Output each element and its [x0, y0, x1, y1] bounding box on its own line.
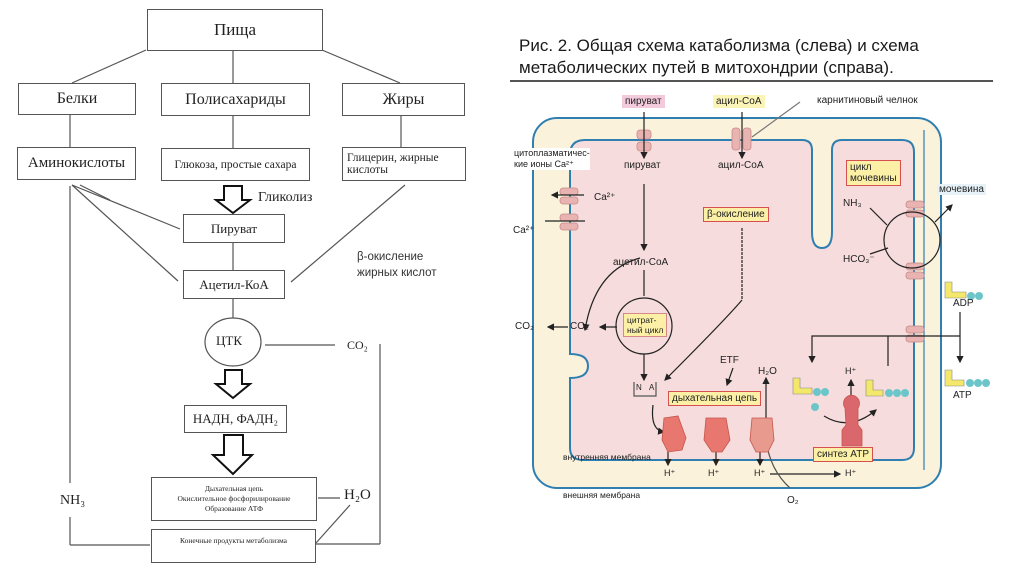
pyruvate-label: Пируват [210, 220, 258, 236]
glycerol-label-line2: кислоты [347, 164, 388, 176]
pyruvate-box: Пируват [183, 214, 285, 243]
caption-line2: метаболических путей в митохондрии (спра… [519, 58, 894, 77]
food-label: Пища [213, 20, 256, 39]
urea-cycle-line1: цикл [850, 162, 872, 173]
nadh-label: НАДН, ФАДН₂ [192, 411, 279, 426]
respiratory-chain-box: Дыхательная цепь Окислительное фосфорили… [151, 477, 317, 521]
beta-oxidation-box: β-окисление [703, 207, 769, 222]
citrate-line1: цитрат- [627, 315, 657, 325]
proteins-label: Белки [56, 90, 98, 107]
nad-n-label: N [636, 383, 642, 392]
co2-label: CO₂ [347, 338, 368, 352]
co2-outer-label: CO₂ [515, 321, 534, 332]
etf-label: ETF [720, 355, 739, 366]
urea-label: мочевина [937, 184, 986, 195]
tca-label: ЦТК [216, 333, 242, 348]
complex-4 [749, 417, 775, 453]
resp-line3: Образование АТФ [204, 504, 264, 513]
caption-divider [510, 80, 993, 82]
urea-cycle-box: цикл мочевины [846, 160, 901, 186]
nadh-box: НАДН, ФАДН₂ [184, 405, 287, 433]
tca-circle [204, 317, 262, 367]
amino-acids-label: Аминокислоты [27, 155, 126, 171]
acetyl-coa-right-label: ацетил-CoA [613, 257, 669, 268]
ca-out-label: Ca²⁺ [594, 192, 616, 203]
nh3-label: NH₃ [60, 493, 86, 508]
caption-line1: Рис. 2. Общая схема катаболизма (слева) … [519, 36, 919, 55]
nad-a-label: A [649, 383, 655, 392]
acyl-coa-top-label: ацил-CoA [713, 95, 765, 108]
pyruvate-top-label: пируват [622, 95, 665, 108]
h-plus-3: H⁺ [754, 468, 766, 478]
beta-oxidation-label: β-окисление жирных кислот [357, 249, 437, 281]
h2o-right-label: H₂O [758, 366, 777, 377]
h-plus-2: H⁺ [708, 468, 720, 478]
resp-line1: Дыхательная цепь [204, 484, 264, 493]
end-products-box: Конечные продукты метаболизма [151, 529, 316, 563]
nh3-right-label: NH₃ [843, 198, 862, 209]
inner-membrane-label: внутренняя мембрана [563, 452, 651, 462]
acetyl-coa-box: Ацетил-КоА [183, 270, 285, 299]
ca-ions-label: цитоплазматичес- кие ионы Ca²⁺ [514, 148, 590, 170]
glycolysis-arrow [213, 185, 253, 215]
beta-oxidation-line2: жирных кислот [357, 267, 437, 279]
atp-glyph-inner [865, 379, 909, 397]
atp-label: ATP [953, 390, 972, 401]
figure-caption: Рис. 2. Общая схема катаболизма (слева) … [519, 35, 919, 79]
resp-line2: Окислительное фосфорилирование [177, 494, 291, 503]
respiratory-chain-box-right: дыхательная цепь [668, 391, 762, 406]
tca-arrow [213, 369, 253, 400]
glycerol-box: Глицерин, жирные кислоты [342, 147, 466, 181]
amino-acids-box: Аминокислоты [17, 147, 136, 180]
adp-glyph-outer [944, 281, 983, 300]
h-plus-inner-label: H⁺ [845, 366, 857, 376]
adp-label: ADP [953, 298, 974, 309]
glycerol-label-line1: Глицерин, жирные [347, 152, 439, 164]
polysaccharides-label: Полисахариды [185, 90, 286, 108]
atp-synthase [841, 395, 863, 447]
acyl-coa-inner-label: ацил-CoA [718, 160, 764, 171]
complex-1 [661, 415, 687, 453]
fats-label: Жиры [382, 90, 425, 108]
fats-box: Жиры [342, 83, 465, 116]
glycolysis-label: Гликолиз [258, 190, 313, 205]
polysaccharides-box: Полисахариды [161, 83, 310, 116]
complex-3 [703, 417, 731, 453]
ca-ions-line1: цитоплазматичес- [514, 148, 590, 158]
co2-inner-label: CO₂ [570, 321, 589, 332]
beta-oxidation-line1: β-окисление [357, 251, 424, 263]
carnitine-shuttle-label: карнитиновый челнок [817, 95, 918, 106]
acetyl-coa-label: Ацетил-КоА [199, 276, 269, 292]
o2-label: O₂ [787, 495, 799, 506]
citrate-line2: ный цикл [627, 325, 664, 335]
end-products-label: Конечные продукты метаболизма [179, 536, 288, 545]
h2o-label: H₂O [344, 487, 371, 503]
nadh-arrow [210, 434, 255, 476]
nad-symbol [633, 382, 657, 397]
atp-synthesis-box: синтез ATP [813, 447, 873, 462]
adp-glyph-inner [792, 377, 829, 411]
h-plus-4: H⁺ [845, 468, 857, 478]
glucose-box: Глюкоза, простые сахара [161, 148, 310, 181]
urea-cycle-line2: мочевины [850, 173, 897, 184]
outer-membrane-label: внешняя мембрана [563, 490, 641, 500]
ca-in-label: Ca²⁺ [513, 225, 535, 236]
citrate-cycle-box: цитрат- ный цикл [623, 313, 668, 337]
ca-ions-line2: кие ионы Ca²⁺ [514, 159, 574, 169]
hco3-label: HCO₃⁻ [843, 254, 875, 265]
atp-glyph-outer [944, 369, 990, 387]
h-plus-1: H⁺ [664, 468, 676, 478]
proteins-box: Белки [18, 83, 136, 115]
pyruvate-inner-label: пируват [624, 160, 661, 171]
glucose-label: Глюкоза, простые сахара [174, 158, 297, 171]
food-box: Пища [147, 9, 323, 51]
